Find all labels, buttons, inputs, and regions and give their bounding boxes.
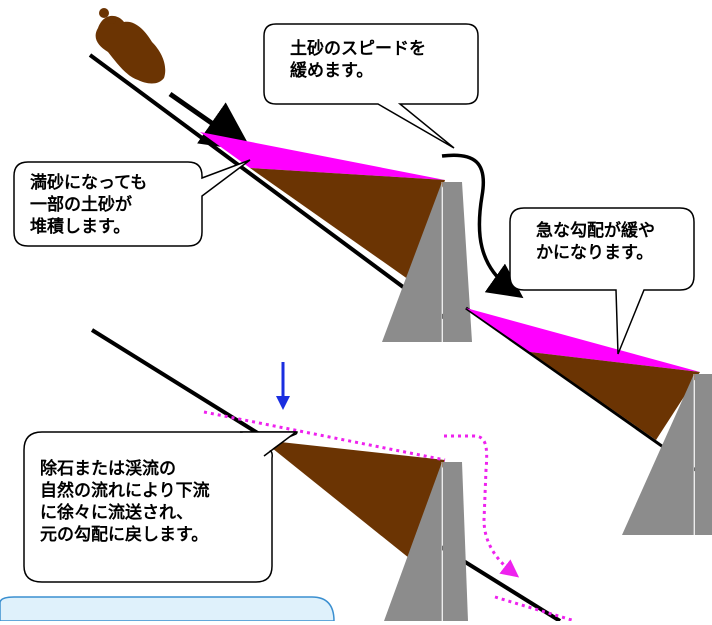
callout-slow-speed (263, 23, 479, 149)
top-slope-line (88, 53, 447, 320)
sabo-dam-left (384, 462, 442, 621)
sediment-fill (530, 352, 700, 440)
sediment-fill (262, 440, 445, 562)
callout-removal (23, 431, 298, 583)
sabo-dam-left (382, 182, 442, 342)
debris-clump-icon (95, 15, 166, 84)
debris-particle (99, 8, 109, 18)
right-scene (465, 306, 712, 535)
callout-full-sediment (13, 159, 251, 247)
sabo-dam-right (695, 374, 712, 535)
callout-removal-text: 除石または渓流の 自然の流れにより下流 に徐々に流送され、 元の勾配に戻します。 (40, 459, 210, 545)
downstream-dotted-slope (494, 595, 576, 623)
callout-tail-cover (242, 432, 296, 456)
deposit-layer (200, 132, 445, 180)
debris-particle (108, 16, 116, 24)
callout-full-sediment-text: 満砂になっても 一部の土砂が 堆積します。 (30, 173, 148, 237)
sabo-dam-right (443, 462, 468, 621)
callout-gentle-slope-text: 急な勾配が緩や かになります。 (536, 221, 655, 263)
callout-tail (240, 431, 299, 457)
lower-scene (90, 328, 576, 623)
original-slope-dotted (203, 410, 446, 462)
sediment-fill (250, 168, 445, 282)
sabo-dam-right (443, 182, 472, 342)
info-box (0, 596, 335, 622)
downstream-flow-arrow-icon (444, 434, 520, 578)
flow-arrow-icon (168, 91, 253, 152)
transition-arrow-icon (441, 153, 524, 299)
callout-slow-speed-text: 土砂のスピードを 緩めます。 (290, 39, 426, 81)
deposit-layer (466, 308, 700, 372)
down-arrow-head (276, 396, 290, 410)
callout-gentle-slope (509, 207, 695, 355)
top-scene (88, 8, 472, 342)
sabo-dam-left (622, 374, 694, 535)
